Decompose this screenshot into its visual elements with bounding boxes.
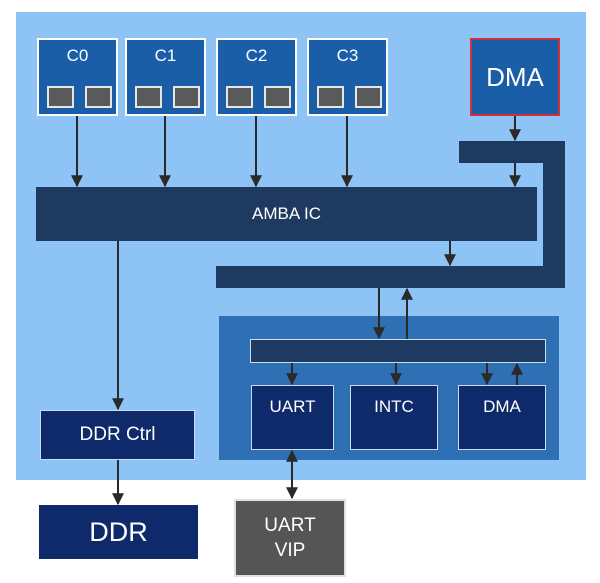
cache-block-icon [173, 86, 200, 108]
core-label: C3 [336, 46, 359, 65]
cache-block-icon [317, 86, 344, 108]
core-c2: C2 [216, 38, 297, 116]
core-label: C0 [66, 46, 89, 65]
ddr-block: DDR [39, 505, 198, 559]
dma-master-block: DMA [470, 38, 560, 116]
dma-peripheral-block: DMA [458, 385, 546, 450]
core-c1: C1 [125, 38, 206, 116]
cache-block-icon [355, 86, 382, 108]
cache-block-icon [226, 86, 253, 108]
ddr-ctrl-block: DDR Ctrl [40, 410, 195, 460]
cache-block-icon [47, 86, 74, 108]
uart-vip-block: UART VIP [234, 499, 346, 577]
apb-bus-bar [250, 339, 546, 363]
intc-block: INTC [350, 385, 438, 450]
cache-block-icon [264, 86, 291, 108]
core-c3: C3 [307, 38, 388, 116]
cache-block-icon [85, 86, 112, 108]
dma-bus-top [459, 141, 565, 163]
uart-block: UART [251, 385, 334, 450]
core-label: C2 [245, 46, 268, 65]
dma-bus-vertical [543, 141, 565, 288]
uart-vip-label-line2: VIP [274, 540, 306, 561]
cache-block-icon [135, 86, 162, 108]
core-c0: C0 [37, 38, 118, 116]
core-label: C1 [154, 46, 177, 65]
peripheral-bus-bar [216, 266, 565, 288]
uart-vip-label-line1: UART [264, 515, 316, 536]
amba-ic-block: AMBA IC [36, 187, 537, 241]
